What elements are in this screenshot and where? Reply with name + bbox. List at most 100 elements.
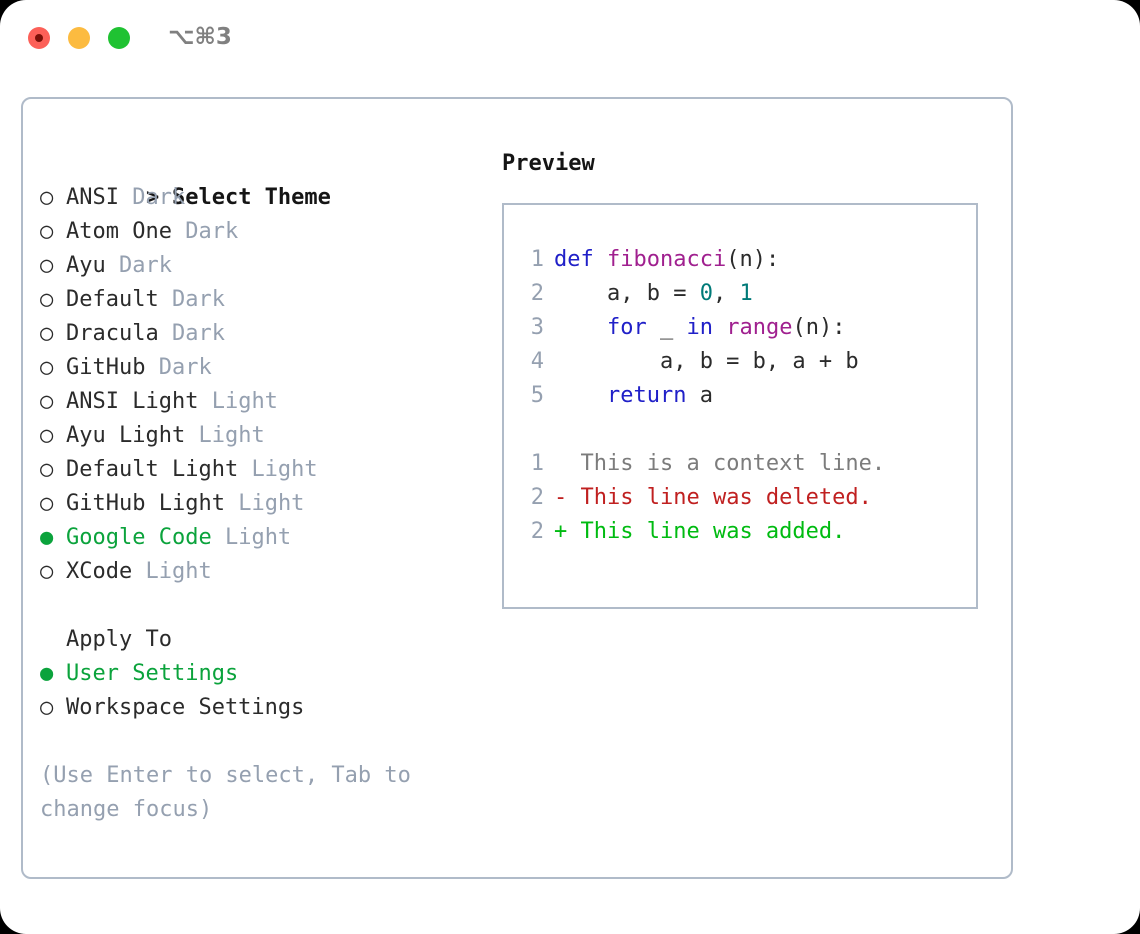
radio-selected-icon[interactable]: ● (40, 661, 54, 686)
code-token (594, 247, 607, 272)
radio-unselected-icon[interactable]: ○ (40, 355, 54, 380)
maximize-window-button[interactable] (108, 27, 130, 49)
radio-unselected-icon[interactable]: ○ (40, 559, 54, 584)
radio-unselected-icon[interactable]: ○ (40, 321, 54, 346)
code-token: _ (646, 315, 687, 340)
theme-list-item[interactable]: ○ Default Light Light (40, 453, 480, 487)
code-token: (n): (792, 315, 846, 340)
theme-variant-tag: Light (198, 423, 265, 448)
theme-variant-tag: Dark (132, 185, 186, 210)
apply-to-item[interactable]: ●User Settings (40, 657, 480, 691)
diff-line: 2 + This line was added. (518, 515, 970, 549)
code-token: (n): (726, 247, 780, 272)
code-token: range (726, 315, 793, 340)
diff-snippet: 1 This is a context line.2- This line wa… (518, 447, 970, 549)
theme-variant-tag: Light (238, 491, 305, 516)
theme-list-item[interactable]: ○ Ayu Light Light (40, 419, 480, 453)
radio-selected-icon[interactable]: ● (40, 525, 54, 550)
theme-variant-tag: Light (211, 389, 278, 414)
code-line-number: 2 (530, 281, 544, 306)
theme-name-label: Google Code (66, 525, 212, 550)
radio-unselected-icon[interactable]: ○ (40, 185, 54, 210)
select-theme-header: >Select Theme (40, 147, 480, 210)
theme-name-label: GitHub (66, 355, 146, 380)
section-spacer (40, 589, 480, 623)
theme-name-label: Default Light (66, 457, 239, 482)
radio-unselected-icon[interactable]: ○ (40, 287, 54, 312)
theme-variant-tag: Light (251, 457, 318, 482)
code-line: 5 return a (518, 379, 970, 413)
diff-marker: - (554, 485, 581, 510)
radio-unselected-icon[interactable]: ○ (40, 253, 54, 278)
theme-variant-tag: Dark (119, 253, 172, 278)
code-line-number: 4 (530, 349, 544, 374)
code-token: fibonacci (607, 247, 727, 272)
minimize-window-button[interactable] (68, 27, 90, 49)
theme-variant-tag: Dark (171, 287, 225, 312)
apply-to-list[interactable]: ●User Settings○Workspace Settings (40, 657, 480, 725)
theme-list-item[interactable]: ○ ANSI Light Light (40, 385, 480, 419)
keyboard-hint-text: (Use Enter to select, Tab to change focu… (40, 763, 411, 822)
code-token: , (712, 281, 740, 306)
code-line: 1 def fibonacci(n): (518, 243, 970, 277)
theme-variant-tag: Dark (158, 355, 212, 380)
code-token (554, 383, 607, 408)
theme-list-item[interactable]: ○ GitHub Light Light (40, 487, 480, 521)
preview-title: Preview (502, 151, 595, 176)
theme-list[interactable]: ○ANSI Dark○Atom One Dark○Ayu Dark○Defaul… (40, 181, 480, 589)
theme-name-label: GitHub Light (66, 491, 225, 516)
diff-marker: + (554, 519, 581, 544)
radio-unselected-icon[interactable]: ○ (40, 457, 54, 482)
content-panel: >Select Theme ○ANSI Dark○Atom One Dark○A… (21, 97, 1013, 879)
code-line-number: 1 (530, 247, 544, 272)
code-token: for (606, 315, 647, 340)
code-token: 1 (739, 281, 753, 306)
code-line: 4 a, b = b, a + b (518, 345, 970, 379)
code-line: 2 a, b = 0, 1 (518, 277, 970, 311)
code-token: a, b = (554, 281, 700, 306)
theme-name-label: Dracula (66, 321, 159, 346)
code-line-number: 5 (530, 383, 544, 408)
theme-list-item[interactable]: ○Dracula Dark (40, 317, 480, 351)
code-token: def (554, 247, 594, 272)
theme-list-item[interactable]: ○ GitHub Dark (40, 351, 480, 385)
radio-unselected-icon[interactable]: ○ (40, 491, 54, 516)
theme-name-label: ANSI (66, 185, 119, 210)
diff-line: 1 This is a context line. (518, 447, 970, 481)
diff-line: 2- This line was deleted. (518, 481, 970, 515)
theme-variant-tag: Dark (185, 219, 239, 244)
theme-name-label: ANSI Light (66, 389, 199, 414)
apply-to-item[interactable]: ○Workspace Settings (40, 691, 480, 725)
diff-text: This line was added. (580, 519, 846, 544)
theme-list-item[interactable]: ○ ANSI Dark (40, 181, 480, 215)
theme-list-item[interactable]: ○XCode Light (40, 555, 480, 589)
code-token: a (686, 383, 713, 408)
theme-name-label: Ayu Light (66, 423, 186, 448)
radio-unselected-icon[interactable]: ○ (40, 219, 54, 244)
diff-line-number: 2 (530, 485, 544, 510)
code-token (554, 315, 607, 340)
theme-list-item[interactable]: ● Google Code Light (40, 521, 480, 555)
radio-unselected-icon[interactable]: ○ (40, 389, 54, 414)
title-bar: ⌥⌘3 (0, 0, 1140, 78)
theme-list-item[interactable]: ○Ayu Dark (40, 249, 480, 283)
close-window-button[interactable] (28, 27, 50, 49)
keyboard-shortcut-label: ⌥⌘3 (168, 24, 232, 50)
theme-name-label: XCode (66, 559, 133, 584)
theme-list-item[interactable]: ○ Default Dark (40, 283, 480, 317)
diff-line-number: 2 (530, 519, 544, 544)
code-diff-gap (518, 413, 970, 447)
theme-name-label: Default (66, 287, 159, 312)
code-token (713, 315, 726, 340)
theme-variant-tag: Light (224, 525, 292, 550)
radio-unselected-icon[interactable]: ○ (40, 423, 54, 448)
diff-line-number: 1 (530, 451, 544, 476)
diff-marker (554, 451, 581, 476)
radio-unselected-icon[interactable]: ○ (40, 695, 54, 720)
theme-list-item[interactable]: ○Atom One Dark (40, 215, 480, 249)
